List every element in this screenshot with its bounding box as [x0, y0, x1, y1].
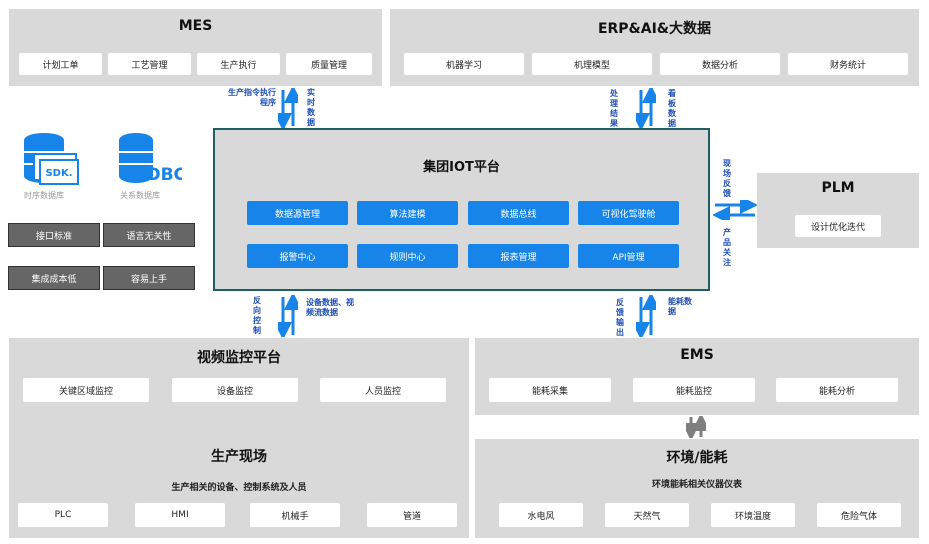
- iot-api-button[interactable]: API管理: [578, 244, 679, 268]
- feature-low-cost[interactable]: 集成成本低: [8, 266, 100, 290]
- flow-erp-up: 看板数据: [668, 89, 676, 128]
- video-panel: 视频监控平台 关键区域监控 设备监控 人员监控 生产现场 生产相关的设备、控制系…: [9, 338, 469, 538]
- ems-item-collect[interactable]: 能耗采集: [489, 378, 611, 402]
- plm-item-design[interactable]: 设计优化迭代: [795, 215, 881, 237]
- sdk-caption: 时序数据库: [24, 191, 64, 200]
- mes-item-execution[interactable]: 生产执行: [197, 53, 280, 75]
- mes-panel: MES 计划工单 工艺管理 生产执行 质量管理: [9, 9, 382, 86]
- ems-item-monitor[interactable]: 能耗监控: [633, 378, 755, 402]
- odbc-caption: 关系数据库: [120, 191, 160, 200]
- mes-title: MES: [178, 18, 213, 34]
- env-panel: 环境/能耗 环境能耗相关仪器仪表 水电风 天然气 环境温度 危险气体: [475, 439, 919, 538]
- iot-report-button[interactable]: 报表管理: [468, 244, 569, 268]
- iot-rules-button[interactable]: 规则中心: [357, 244, 458, 268]
- iot-video-arrows: [278, 295, 298, 337]
- erp-title: ERP&AI&大数据: [597, 21, 712, 37]
- iot-alarm-button[interactable]: 报警中心: [247, 244, 348, 268]
- ems-item-analysis[interactable]: 能耗分析: [776, 378, 898, 402]
- flow-mes-up: 实时数据: [307, 88, 315, 127]
- production-title: 生产现场: [211, 449, 267, 465]
- flow-ems-up: 能耗数据: [668, 297, 692, 316]
- production-item-hmi[interactable]: HMI: [135, 503, 225, 527]
- plm-title: PLM: [821, 180, 855, 196]
- iot-datasource-button[interactable]: 数据源管理: [247, 201, 348, 225]
- env-item-gas[interactable]: 天然气: [605, 503, 689, 527]
- sdk-icon: SDK.: [20, 130, 80, 188]
- flow-ems-down: 反馈输出: [616, 298, 624, 337]
- mes-iot-arrows: [278, 88, 298, 128]
- iot-ems-arrows: [636, 295, 656, 337]
- ems-title: EMS: [680, 347, 714, 363]
- env-item-hazard-gas[interactable]: 危险气体: [817, 503, 901, 527]
- flow-video-down: 反向控制: [253, 296, 261, 335]
- odbc-icon-text: ODBC: [132, 165, 182, 185]
- feature-easy-start[interactable]: 容易上手: [103, 266, 195, 290]
- env-subtitle: 环境能耗相关仪器仪表: [651, 480, 742, 490]
- iot-dashboard-button[interactable]: 可视化驾驶舱: [578, 201, 679, 225]
- ems-panel: EMS 能耗采集 能耗监控 能耗分析: [475, 338, 919, 415]
- erp-item-finance[interactable]: 财务统计: [788, 53, 908, 75]
- env-item-temperature[interactable]: 环境温度: [711, 503, 795, 527]
- video-item-personnel[interactable]: 人员监控: [320, 378, 446, 402]
- feature-interface-standard[interactable]: 接口标准: [8, 223, 100, 247]
- plm-panel: PLM 设计优化迭代: [757, 173, 919, 248]
- ems-env-arrows: [686, 416, 706, 438]
- sdk-icon-text: SDK.: [45, 168, 72, 179]
- video-title: 视频监控平台: [197, 350, 281, 366]
- mes-item-plan[interactable]: 计划工单: [19, 53, 102, 75]
- production-item-plc[interactable]: PLC: [18, 503, 108, 527]
- flow-erp-down: 处理结果: [610, 89, 618, 128]
- iot-title: 集团IOT平台: [423, 160, 500, 175]
- flow-video-up: 设备数据、视频流数据: [306, 298, 354, 317]
- erp-iot-arrows: [636, 88, 656, 128]
- erp-item-mechanism[interactable]: 机理模型: [532, 53, 652, 75]
- feature-language-independent[interactable]: 语言无关性: [103, 223, 195, 247]
- production-item-pipe[interactable]: 管道: [367, 503, 457, 527]
- env-item-water[interactable]: 水电风: [499, 503, 583, 527]
- video-item-key-area[interactable]: 关键区域监控: [23, 378, 149, 402]
- iot-platform: 集团IOT平台 数据源管理 算法建模 数据总线 可视化驾驶舱 报警中心 规则中心…: [213, 128, 710, 291]
- iot-databus-button[interactable]: 数据总线: [468, 201, 569, 225]
- mes-item-process[interactable]: 工艺管理: [108, 53, 191, 75]
- erp-item-ml[interactable]: 机器学习: [404, 53, 524, 75]
- odbc-icon: ODBC: [116, 130, 186, 188]
- erp-panel: ERP&AI&大数据 机器学习 机理模型 数据分析 财务统计: [390, 9, 919, 86]
- production-item-robot[interactable]: 机械手: [250, 503, 340, 527]
- flow-plm-in: 现场反馈: [723, 159, 731, 198]
- flow-plm-out: 产品关注: [723, 228, 731, 267]
- production-subtitle: 生产相关的设备、控制系统及人员: [171, 483, 307, 493]
- video-item-device[interactable]: 设备监控: [172, 378, 298, 402]
- mes-item-quality[interactable]: 质量管理: [286, 53, 372, 75]
- iot-plm-arrows: [713, 200, 757, 220]
- flow-mes-down: 生产指令执行程序: [228, 88, 276, 107]
- erp-item-analysis[interactable]: 数据分析: [660, 53, 780, 75]
- env-title: 环境/能耗: [666, 450, 728, 466]
- iot-algorithm-button[interactable]: 算法建模: [357, 201, 458, 225]
